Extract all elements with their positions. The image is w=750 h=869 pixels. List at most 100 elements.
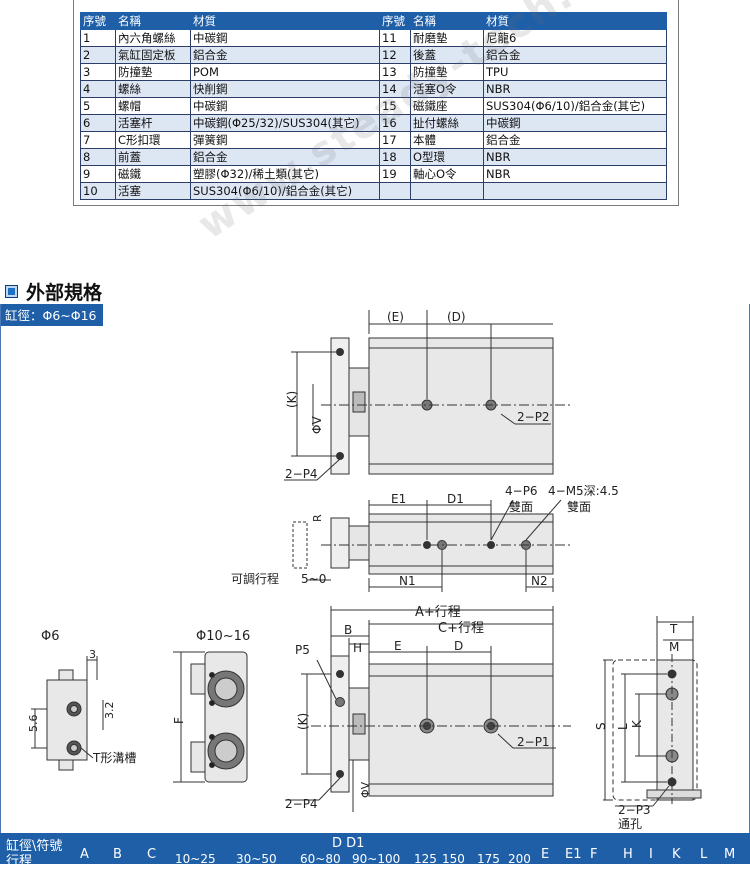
dims-range-1: 10~25 (175, 852, 216, 866)
header-material-1: 材質 (190, 12, 380, 30)
table-cell: 1 (80, 29, 116, 47)
front-a-label: A+行程 (415, 605, 461, 620)
top-e-label: (E) (387, 310, 404, 324)
table-cell: 鋁合金 (483, 46, 667, 64)
end-small-dim3: 3 (89, 648, 96, 661)
side-n1-label: N1 (399, 574, 416, 588)
end-small-dim56: 5.6 (27, 715, 40, 733)
table-cell: 4 (80, 80, 116, 98)
top-p4-label: 2−P4 (285, 467, 318, 481)
front-d-label: D (454, 639, 463, 653)
table-cell: 活塞杆 (115, 114, 191, 132)
top-k-label: (K) (285, 391, 299, 408)
table-cell: SUS304(Φ6/10)/鋁合金(其它) (190, 182, 380, 200)
dims-range-4: 90~100 (352, 852, 401, 866)
dims-range-2: 30~50 (236, 852, 277, 866)
square-bullet-icon (5, 285, 18, 298)
side-view (292, 499, 571, 592)
parts-table-header: 序號 名稱 材質 序號 名稱 材質 (80, 12, 667, 30)
right-t-label: T (669, 622, 678, 636)
dims-symbol-h: H (623, 847, 633, 862)
dims-symbol-l: L (700, 847, 708, 862)
table-cell: 6 (80, 114, 116, 132)
end-small-dim32: 3.2 (103, 702, 116, 720)
bore-label: 缸徑：Φ6~Φ16 (1, 304, 103, 326)
header-material-2: 材質 (483, 12, 667, 30)
table-cell: 螺絲 (115, 80, 191, 98)
table-cell: 11 (379, 29, 411, 47)
front-p1-label: 2−P1 (517, 735, 550, 749)
right-view (603, 616, 702, 807)
dims-symbol-c: C (147, 847, 157, 862)
table-cell: 氣缸固定板 (115, 46, 191, 64)
dims-range-7: 175 (477, 852, 500, 866)
top-phiv-label: ΦV (310, 416, 324, 434)
dims-symbol-e1: E1 (565, 847, 582, 862)
header-no-2: 序號 (379, 12, 411, 30)
dims-d-d1: D D1 (332, 836, 365, 851)
dims-range-5: 125 (414, 852, 437, 866)
dims-symbol-i: I (649, 847, 653, 862)
table-cell: 活塞 (115, 182, 191, 200)
dims-symbol-b: B (113, 847, 122, 862)
side-m5-label: 4−M5深:4.5 (548, 484, 619, 498)
top-p2-label: 2−P2 (517, 410, 550, 424)
front-e-label: E (394, 639, 402, 653)
table-cell: 前蓋 (115, 148, 191, 166)
table-cell: 快削鋼 (190, 80, 380, 98)
table-cell: NBR (483, 80, 667, 98)
dims-col1-line2: 行程 (6, 854, 33, 869)
front-k-label: (K) (296, 713, 310, 730)
table-cell: 中碳鋼 (190, 29, 380, 47)
dimension-table-header: 缸徑\符號 行程 A B C D D1 10~25 30~50 60~80 90… (0, 833, 750, 869)
front-p5-label: P5 (295, 643, 310, 657)
front-p4-label: 2−P4 (285, 797, 318, 811)
table-cell: 扯付螺絲 (410, 114, 484, 132)
side-m5-note: 雙面 (567, 500, 591, 514)
table-cell: SUS304(Φ6/10)/鋁合金(其它) (483, 97, 667, 115)
table-cell: 9 (80, 165, 116, 183)
table-cell: 鋁合金 (190, 46, 380, 64)
right-l-label: L (616, 723, 630, 730)
front-b-label: B (344, 623, 352, 637)
table-cell: 7 (80, 131, 116, 149)
side-p6-note: 雙面 (509, 500, 533, 514)
table-cell: 17 (379, 131, 411, 149)
dims-range-8: 200 (508, 852, 531, 866)
dims-range-6: 150 (442, 852, 465, 866)
table-cell: 螺帽 (115, 97, 191, 115)
section-heading: 外部規格 (5, 278, 102, 305)
drawing-area: 缸徑：Φ6~Φ16 (E) (0, 304, 750, 864)
dims-symbol-a: A (80, 847, 89, 862)
end-small-title: Φ6 (41, 629, 60, 644)
front-view (285, 606, 571, 812)
right-s-label: S (594, 722, 608, 730)
table-cell: 8 (80, 148, 116, 166)
table-cell: C形扣環 (115, 131, 191, 149)
section-title: 外部規格 (26, 282, 103, 304)
table-cell: 14 (379, 80, 411, 98)
table-cell: 磁鐵 (115, 165, 191, 183)
end-view-large (173, 651, 248, 783)
table-cell: 19 (379, 165, 411, 183)
side-r-label: R (311, 514, 324, 522)
dims-symbol-m: M (724, 847, 736, 862)
table-cell (410, 182, 484, 200)
dims-symbol-e: E (541, 847, 550, 862)
table-cell: 中碳鋼 (483, 114, 667, 132)
header-name-1: 名稱 (115, 12, 191, 30)
table-cell: TPU (483, 63, 667, 81)
end-view-small (31, 656, 104, 771)
front-c-label: C+行程 (438, 621, 484, 636)
table-cell: 10 (80, 182, 116, 200)
technical-drawing: (E) (D) (K) ΦV 2−P4 2−P2 (27, 310, 702, 831)
side-stroke-label: 可調行程 (231, 571, 279, 586)
header-name-2: 名稱 (410, 12, 484, 30)
side-n2-label: N2 (531, 574, 548, 588)
